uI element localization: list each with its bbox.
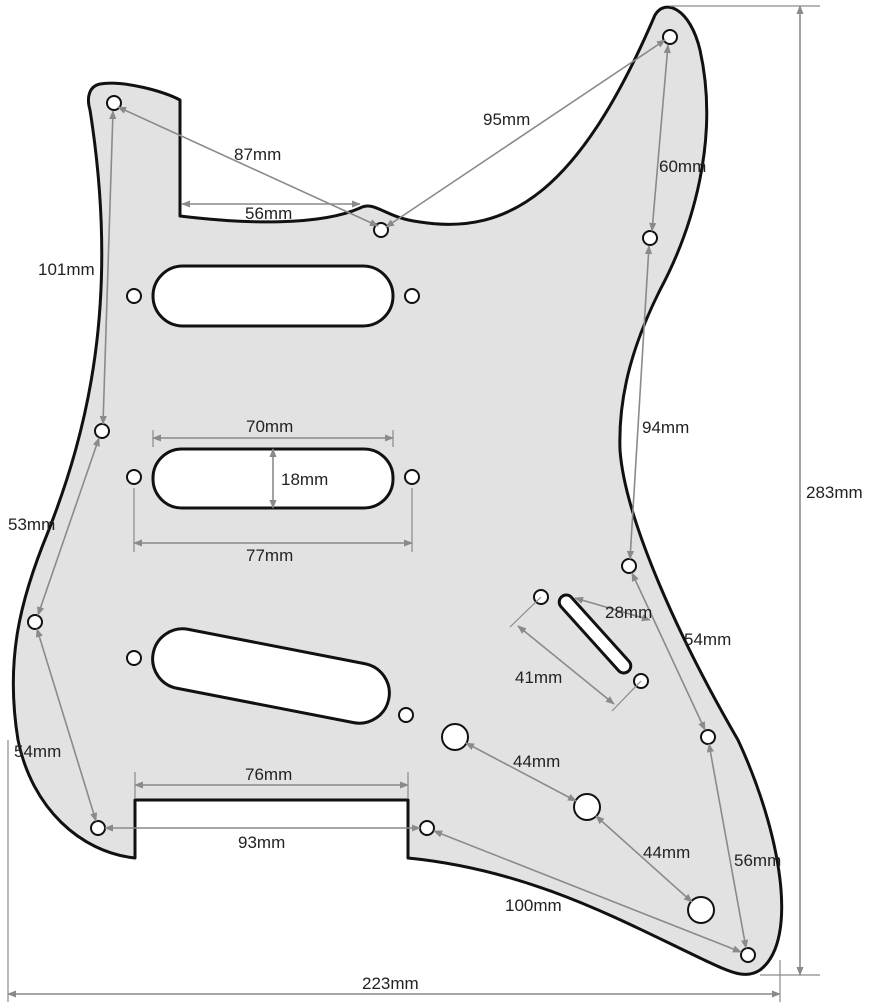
screw-hole	[662, 29, 678, 45]
dimension-label: 44mm	[643, 843, 690, 862]
screw-hole	[419, 820, 435, 836]
dimension-label: 100mm	[505, 896, 562, 915]
dimension-label: 87mm	[234, 145, 281, 164]
dimension-label: 94mm	[642, 418, 689, 437]
dimension-label: 101mm	[38, 260, 95, 279]
screw-hole	[126, 650, 142, 666]
screw-hole	[642, 230, 658, 246]
screw-hole	[621, 558, 637, 574]
screw-hole	[700, 729, 716, 745]
pickguard-outline	[11, 5, 784, 976]
dimension-line	[99, 110, 117, 425]
dimension-line	[517, 625, 615, 705]
pickup-cutout-bridge	[151, 627, 391, 725]
dimension-line	[626, 245, 653, 560]
screw-hole	[740, 947, 756, 963]
dimension-line	[433, 830, 742, 953]
dimension-line	[37, 437, 100, 616]
pickup-cutout-neck	[151, 264, 395, 328]
dimension-label: 223mm	[362, 974, 419, 993]
dimension-label: 41mm	[515, 668, 562, 687]
knob-hole-tone-1	[573, 793, 601, 821]
dimension-label: 77mm	[246, 546, 293, 565]
screw-hole	[27, 614, 43, 630]
dimension-label: 56mm	[734, 851, 781, 870]
dimension-line	[35, 628, 98, 822]
dimension-label: 54mm	[14, 742, 61, 761]
screw-hole	[398, 707, 414, 723]
dimension-label: 18mm	[281, 470, 328, 489]
dimension-label: 95mm	[483, 110, 530, 129]
screw-hole	[404, 469, 420, 485]
screw-hole	[94, 423, 110, 439]
dimension-label: 44mm	[513, 752, 560, 771]
knob-hole-volume	[441, 723, 469, 751]
dimension-label: 70mm	[246, 417, 293, 436]
dimension-line	[631, 572, 706, 731]
dimension-line	[706, 743, 749, 949]
dimension-line	[649, 44, 671, 232]
dimension-label: 76mm	[245, 765, 292, 784]
dimension-label: 53mm	[8, 515, 55, 534]
dimension-label: 56mm	[245, 204, 292, 223]
screw-hole	[106, 95, 122, 111]
dimension-label: 93mm	[238, 833, 285, 852]
dimension-line	[465, 742, 577, 802]
dimension-label: 54mm	[684, 630, 731, 649]
screw-hole	[90, 820, 106, 836]
dimension-label: 28mm	[605, 603, 652, 622]
screw-hole	[126, 469, 142, 485]
dimension-label: 60mm	[659, 157, 706, 176]
extension-line	[509, 596, 542, 628]
screw-hole	[126, 288, 142, 304]
dimension-line	[385, 39, 666, 228]
screw-hole	[404, 288, 420, 304]
dimension-label: 283mm	[806, 483, 863, 502]
